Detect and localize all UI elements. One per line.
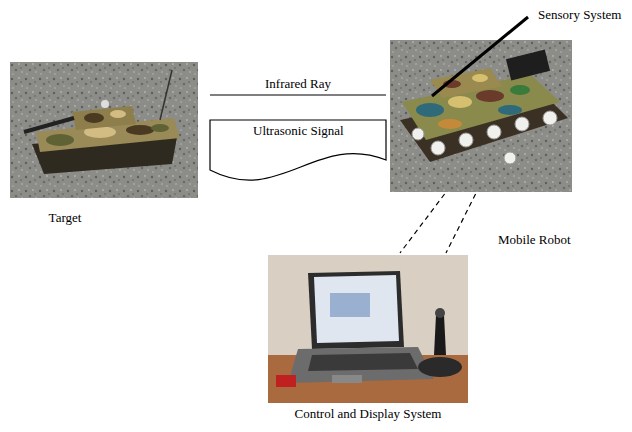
laptop-photo [268, 255, 468, 403]
callout-label: Sensory System [536, 7, 623, 23]
edge-label: Ultrasonic Signal [251, 123, 346, 139]
photo-caption: Mobile Robot [498, 232, 588, 248]
signal-connector [210, 120, 386, 180]
photo-node: Mobile Robot [390, 40, 572, 192]
photo-node: Control and Display System [268, 255, 468, 403]
photo-caption: Control and Display System [218, 406, 518, 422]
target-photo [10, 62, 198, 198]
photo-node: Target [10, 62, 198, 198]
photo-caption: Target [10, 210, 120, 226]
signal-connector [400, 194, 476, 253]
robot-photo [390, 40, 572, 192]
edge-label: Infrared Ray [263, 76, 333, 92]
signal-connector [210, 95, 386, 96]
